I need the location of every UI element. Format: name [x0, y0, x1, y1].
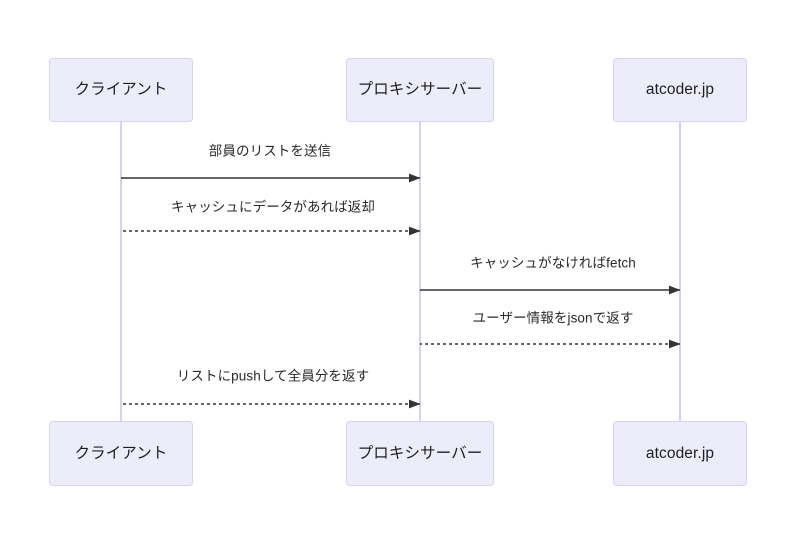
participant-label: クライアント: [74, 81, 168, 99]
participant-proxy-top[interactable]: プロキシサーバー: [346, 58, 494, 122]
lifeline-group: [120, 122, 681, 421]
participant-label: クライアント: [74, 444, 168, 462]
participant-atcoder-top[interactable]: atcoder.jp: [613, 58, 747, 122]
message-label-3: キャッシュがなければfetch: [470, 255, 636, 271]
participant-atcoder-bottom[interactable]: atcoder.jp: [613, 421, 747, 486]
participant-proxy-bottom[interactable]: プロキシサーバー: [346, 421, 494, 486]
message-label-1: 部員のリストを送信: [208, 143, 332, 159]
participant-label: プロキシサーバー: [357, 444, 483, 462]
participant-client-top[interactable]: クライアント: [49, 58, 193, 122]
participant-client-bottom[interactable]: クライアント: [49, 421, 193, 486]
message-arrow-group: [121, 173, 681, 409]
participant-label: atcoder.jp: [645, 444, 715, 462]
message-label-4: ユーザー情報をjsonで返す: [472, 310, 634, 326]
participant-label: atcoder.jp: [645, 81, 715, 99]
participant-label: プロキシサーバー: [357, 81, 483, 99]
message-label-2: キャッシュにデータがあれば返却: [171, 199, 375, 215]
message-label-5: リストにpushして全員分を返す: [176, 368, 370, 384]
